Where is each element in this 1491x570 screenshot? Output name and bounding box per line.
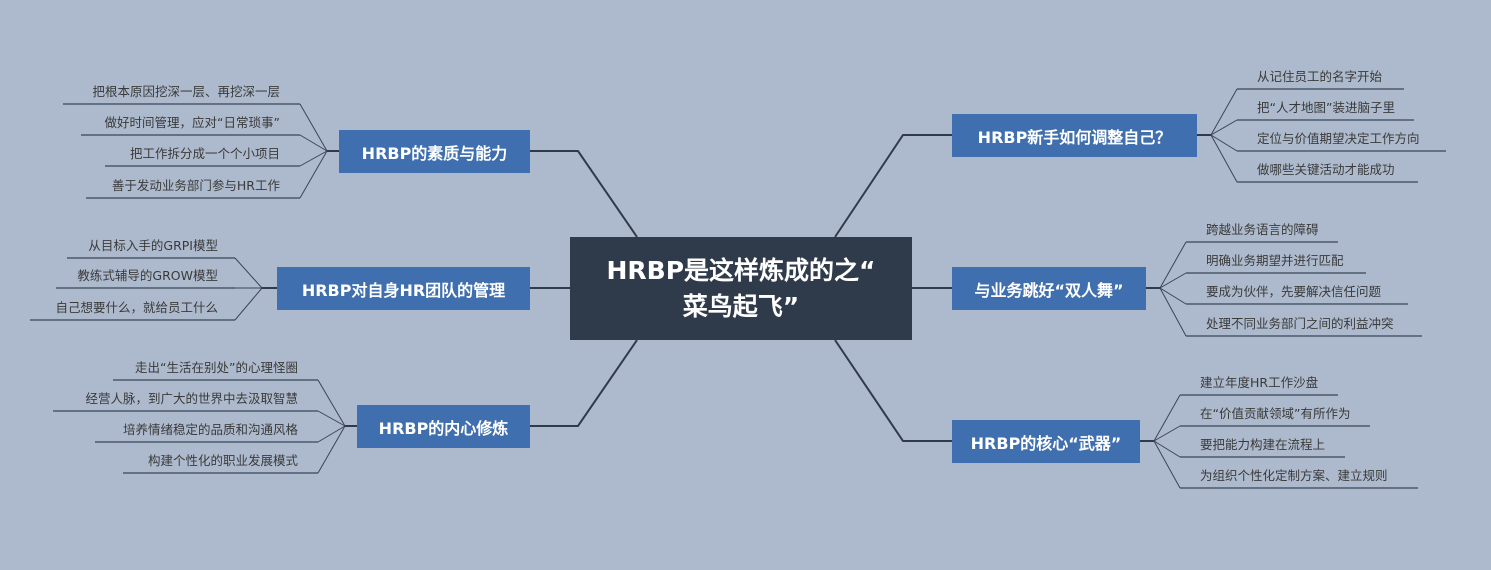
- leaf-topic[interactable]: 要把能力构建在流程上: [1200, 437, 1325, 452]
- leaf-topic[interactable]: 定位与价值期望决定工作方向: [1257, 131, 1420, 146]
- branch-connector-5: [834, 339, 952, 442]
- leaf-connector: [1159, 241, 1187, 289]
- leaf-connector: [234, 257, 263, 289]
- leaf-topic[interactable]: 做好时间管理，应对“日常琐事”: [105, 115, 280, 130]
- leaf-topic[interactable]: 自己想要什么，就给员工什么: [55, 300, 218, 315]
- leaf-topic[interactable]: 从目标入手的GRPI模型: [88, 238, 218, 253]
- branch-connector-0: [530, 150, 638, 238]
- leaf-connector: [1153, 394, 1181, 442]
- leaf-topic[interactable]: 处理不同业务部门之间的利益冲突: [1206, 316, 1394, 331]
- leaf-topic[interactable]: 走出“生活在别处”的心理怪圈: [135, 360, 298, 375]
- leaf-topic[interactable]: 经营人脉，到广大的世界中去汲取智慧: [85, 391, 298, 406]
- leaf-connector: [1210, 88, 1238, 136]
- branch-inner-cultivation[interactable]: HRBP的内心修炼: [357, 405, 530, 448]
- branch-core-weapons[interactable]: HRBP的核心“武器”: [952, 420, 1140, 463]
- leaf-topic[interactable]: 从记住员工的名字开始: [1257, 69, 1383, 84]
- leaf-topic[interactable]: 把工作拆分成一个个小项目: [130, 146, 280, 161]
- branch-connector-2: [530, 339, 638, 427]
- leaf-topic[interactable]: 跨越业务语言的障碍: [1206, 222, 1319, 237]
- leaf-connector: [1159, 287, 1187, 305]
- leaf-connector: [1153, 440, 1181, 458]
- leaf-topic[interactable]: 构建个性化的职业发展模式: [148, 453, 299, 468]
- leaf-connector: [299, 103, 328, 152]
- leaf-topic[interactable]: 要成为伙伴，先要解决信任问题: [1206, 284, 1382, 299]
- leaf-connector: [1153, 440, 1181, 489]
- leaf-topic[interactable]: 把“人才地图”装进脑子里: [1257, 100, 1395, 115]
- leaf-connector: [1153, 425, 1181, 442]
- leaf-topic[interactable]: 培养情绪稳定的品质和沟通风格: [123, 422, 299, 437]
- leaf-topic[interactable]: 明确业务期望并进行匹配: [1206, 253, 1344, 268]
- leaf-connector: [299, 134, 328, 152]
- leaf-topic[interactable]: 教练式辅导的GROW模型: [77, 268, 218, 283]
- leaf-connector: [317, 379, 346, 427]
- leaf-topic[interactable]: 善于发动业务部门参与HR工作: [112, 178, 281, 193]
- leaf-topic[interactable]: 做哪些关键活动才能成功: [1257, 162, 1395, 177]
- leaf-topic[interactable]: 建立年度HR工作沙盘: [1200, 375, 1318, 390]
- leaf-connector: [1210, 134, 1238, 183]
- leaf-topic[interactable]: 为组织个性化定制方案、建立规则: [1200, 468, 1388, 483]
- leaf-connector: [234, 287, 263, 321]
- leaf-connector: [1159, 272, 1187, 289]
- branch-connector-3: [834, 134, 952, 238]
- branch-business-dance[interactable]: 与业务跳好“双人舞”: [952, 267, 1146, 310]
- branch-team-management[interactable]: HRBP对自身HR团队的管理: [277, 267, 530, 310]
- leaf-topic[interactable]: 把根本原因挖深一层、再挖深一层: [92, 84, 280, 99]
- leaf-connector: [299, 150, 328, 167]
- leaf-topic[interactable]: 在“价值贡献领域”有所作为: [1200, 406, 1350, 421]
- leaf-connector: [299, 150, 328, 199]
- branch-newcomer-adjust[interactable]: HRBP新手如何调整自己？: [952, 114, 1197, 157]
- central-topic[interactable]: HRBP是这样炼成的之“ 菜鸟起飞”: [570, 237, 912, 340]
- leaf-connector: [317, 410, 346, 427]
- leaf-connector: [317, 425, 346, 474]
- leaf-connector: [1210, 119, 1238, 136]
- branch-qualities-abilities[interactable]: HRBP的素质与能力: [339, 130, 530, 173]
- leaf-connector: [1159, 287, 1187, 337]
- leaf-connector: [317, 425, 346, 443]
- leaf-connector: [1210, 134, 1238, 152]
